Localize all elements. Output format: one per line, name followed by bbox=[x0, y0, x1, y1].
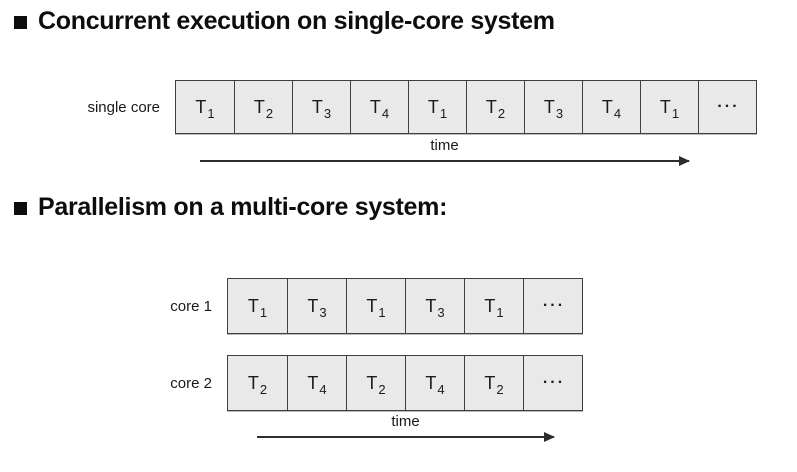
task-label: T bbox=[366, 296, 378, 316]
task-subscript: 2 bbox=[259, 381, 268, 397]
time-label: time bbox=[430, 137, 459, 154]
task-subscript: 1 bbox=[439, 105, 448, 121]
heading-concurrent-execution: Concurrent execution on single-core syst… bbox=[14, 7, 555, 36]
task-label: T bbox=[307, 373, 319, 393]
task-subscript: 1 bbox=[378, 304, 386, 320]
task-label: T bbox=[247, 373, 259, 393]
task-label: T bbox=[253, 97, 265, 117]
time-axis-single-core: time bbox=[200, 137, 689, 162]
timeline-cell-ellipsis: ... bbox=[523, 356, 582, 410]
task-label: T bbox=[485, 97, 497, 117]
task-label: T bbox=[425, 296, 437, 316]
ellipsis-label: ... bbox=[542, 293, 566, 310]
square-bullet-icon bbox=[14, 201, 27, 215]
task-label: T bbox=[247, 296, 259, 316]
task-subscript: 3 bbox=[437, 304, 445, 320]
task-subscript: 4 bbox=[437, 381, 445, 397]
task-subscript: 1 bbox=[671, 105, 680, 121]
task-label: T bbox=[601, 97, 613, 117]
task-label: T bbox=[307, 296, 319, 316]
task-label: T bbox=[543, 97, 555, 117]
time-axis-multi-core: time bbox=[257, 413, 554, 438]
task-subscript: 3 bbox=[319, 304, 327, 320]
task-subscript: 2 bbox=[378, 381, 386, 397]
task-subscript: 1 bbox=[496, 304, 504, 320]
row-label-core2: core 2 bbox=[170, 374, 212, 392]
row-label-core1: core 1 bbox=[170, 297, 212, 315]
task-label: T bbox=[427, 97, 439, 117]
task-subscript: 2 bbox=[496, 381, 504, 397]
task-label: T bbox=[484, 373, 496, 393]
task-label: T bbox=[659, 97, 671, 117]
task-label: T bbox=[195, 97, 207, 117]
task-label: T bbox=[369, 97, 381, 117]
task-label: T bbox=[425, 373, 437, 393]
ellipsis-label: ... bbox=[542, 370, 566, 387]
task-subscript: 4 bbox=[381, 105, 390, 121]
task-subscript: 4 bbox=[613, 105, 622, 121]
task-subscript: 1 bbox=[259, 304, 268, 320]
task-subscript: 4 bbox=[319, 381, 327, 397]
task-subscript: 3 bbox=[323, 105, 332, 121]
row-label-single-core: single core bbox=[87, 98, 160, 116]
task-subscript: 3 bbox=[555, 105, 564, 121]
time-arrow-icon bbox=[200, 160, 689, 162]
heading-text: Parallelism on a multi-core system: bbox=[38, 193, 448, 221]
heading-parallelism: Parallelism on a multi-core system: bbox=[14, 193, 447, 222]
task-subscript: 2 bbox=[265, 105, 274, 121]
timeline-cell-ellipsis: ... bbox=[523, 279, 582, 333]
square-bullet-icon bbox=[14, 15, 27, 29]
heading-text: Concurrent execution on single-core syst… bbox=[38, 7, 555, 35]
time-arrow-icon bbox=[257, 436, 554, 438]
timeline-cell-ellipsis: ... bbox=[698, 81, 756, 133]
time-label: time bbox=[391, 413, 420, 430]
ellipsis-label: ... bbox=[717, 94, 740, 111]
task-label: T bbox=[311, 97, 323, 117]
task-subscript: 2 bbox=[497, 105, 506, 121]
task-subscript: 1 bbox=[207, 105, 215, 121]
task-label: T bbox=[484, 296, 496, 316]
task-label: T bbox=[366, 373, 378, 393]
